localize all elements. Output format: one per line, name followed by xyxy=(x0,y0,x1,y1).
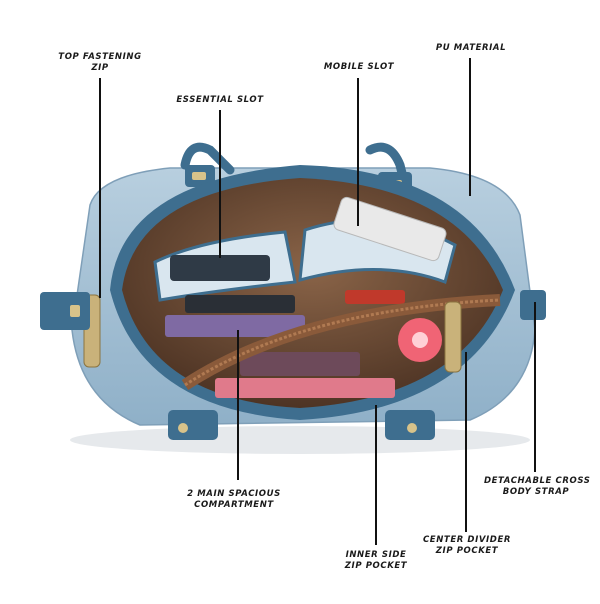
buckle-left xyxy=(192,172,206,180)
bottom-tab-left xyxy=(168,410,218,440)
strap-tab-right xyxy=(520,290,546,320)
bag-shadow xyxy=(70,426,530,454)
label-pu-material: PU MATERIAL xyxy=(435,43,507,53)
label-inner-side-pocket: INNER SIDE ZIP POCKET xyxy=(344,550,408,571)
leader-center-divider xyxy=(465,352,467,532)
leader-detachable-strap xyxy=(534,302,536,472)
pink-notebook xyxy=(215,378,395,398)
label-essential-slot: ESSENTIAL SLOT xyxy=(176,95,264,105)
wallet-brown xyxy=(240,352,360,376)
label-top-fastening-zip: TOP FASTENING ZIP xyxy=(58,52,142,73)
lipstick xyxy=(345,290,405,304)
label-mobile-slot: MOBILE SLOT xyxy=(323,62,395,72)
left-handle xyxy=(180,142,235,175)
purple-item xyxy=(165,315,305,337)
leader-inner-side-pocket xyxy=(375,405,377,545)
mobile-phone xyxy=(333,196,447,262)
right-handle xyxy=(365,142,410,190)
strap-tab-left xyxy=(40,292,90,330)
leader-pu-material xyxy=(469,58,471,196)
wallet-in-slot xyxy=(170,255,270,281)
zip-puller-center xyxy=(444,301,462,373)
leader-mobile-slot xyxy=(357,78,359,226)
leader-top-fastening-zip xyxy=(99,78,101,298)
dark-item xyxy=(185,295,295,313)
label-main-compartment: 2 MAIN SPACIOUS COMPARTMENT xyxy=(187,489,281,510)
leader-essential-slot xyxy=(219,110,221,258)
leader-main-compartment xyxy=(237,330,239,480)
label-center-divider: CENTER DIVIDER ZIP POCKET xyxy=(422,535,512,556)
label-detachable-strap: DETACHABLE CROSS BODY STRAP xyxy=(484,476,591,497)
